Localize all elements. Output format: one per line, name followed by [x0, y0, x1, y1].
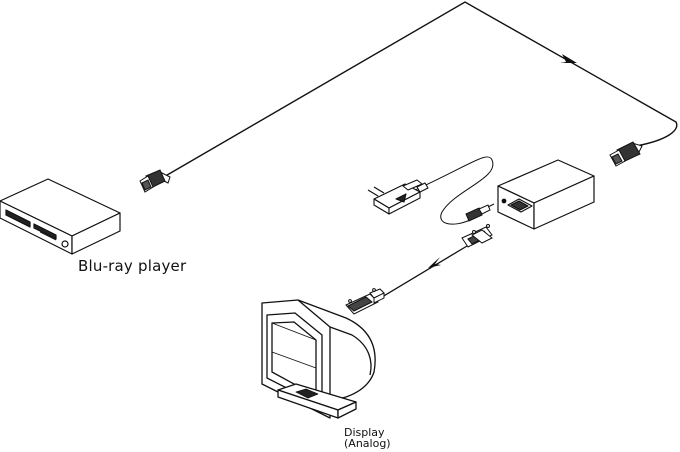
display-label-line1: Display: [344, 426, 385, 439]
dc-plug-icon: [465, 203, 495, 222]
crt-monitor-icon: [261, 299, 376, 419]
vga-cable: [371, 245, 468, 304]
hdmi-plug-left-icon: [139, 169, 171, 193]
signal-arrow-icon: [428, 257, 441, 268]
signal-arrow-icon: [560, 54, 577, 63]
display-label-line2: (Analog): [344, 437, 391, 450]
vga-plug-top-icon: [461, 224, 493, 248]
display-label: Display (Analog): [344, 427, 391, 449]
converter-box-icon: [497, 159, 595, 230]
blu-ray-player-label: Blu-ray player: [78, 257, 187, 275]
hdmi-plug-right-icon: [609, 141, 643, 167]
power-adapter-icon: [367, 156, 494, 225]
blu-ray-player-icon: [0, 178, 121, 255]
vga-plug-bottom-icon: [345, 288, 385, 315]
hdmi-cable: [161, 1, 678, 179]
